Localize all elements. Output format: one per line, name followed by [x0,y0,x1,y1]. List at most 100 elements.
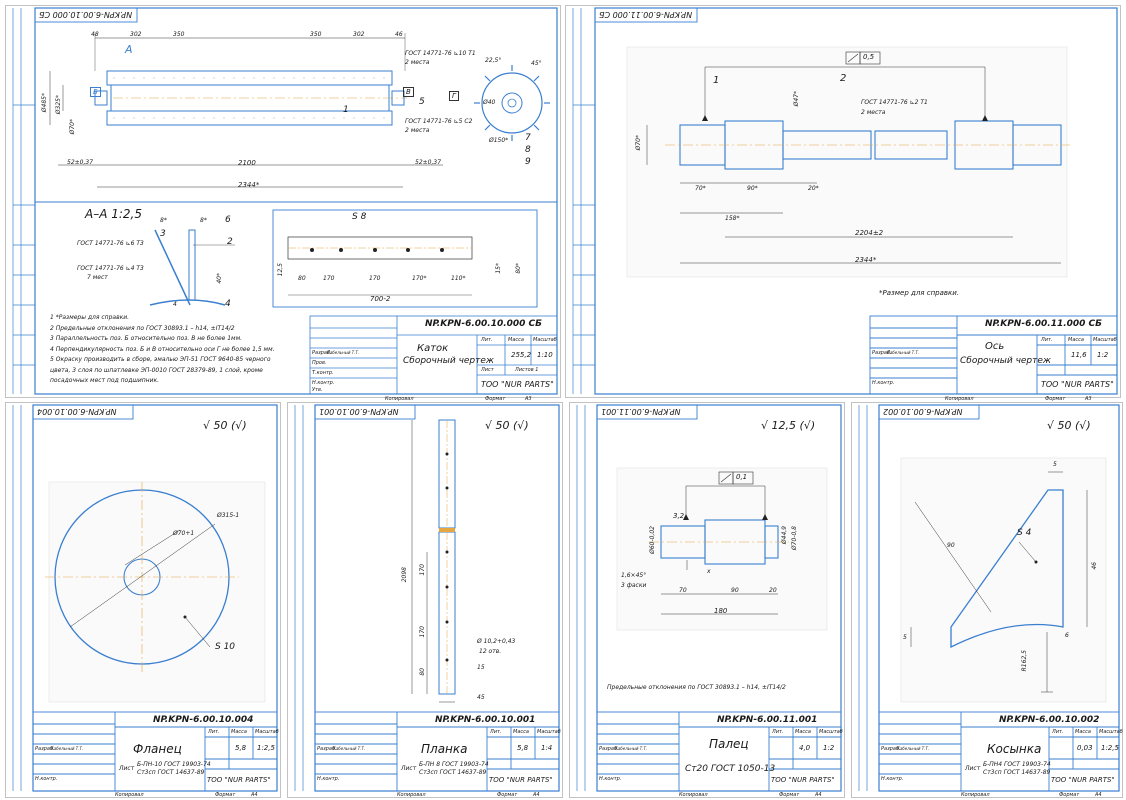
section-title: А–А 1:2,5 [85,207,142,221]
tb-mass: 5,8 [235,744,247,752]
x-axis-label: x [707,568,711,575]
tb-list-label: Лист [965,765,981,772]
tb-code: NP.KPN-6.00.10.001 [435,715,536,725]
tb-name: Планка [421,742,468,756]
tb-masshtab: Масштаб [1099,729,1123,735]
weld-note-1: ГОСТ 14771-76 ⊾10 Т1 [405,50,476,57]
dia-70: Ø70* [69,119,76,135]
callout-9: 9 [525,157,531,167]
roughness-value: 50 [495,419,510,432]
tb-masshtab: Масштаб [537,729,561,735]
tb-company: ТОО "NUR PARTS" [771,776,835,784]
tb-format-value: А4 [533,792,540,798]
dia-150: Ø150* [489,137,509,144]
tb-kopiroval: Копировал [115,792,144,798]
tb-list-label: Лист [401,765,417,772]
tb-name: Фланец [133,742,182,756]
sheet-frame [565,5,1121,398]
tb-razrab: Разраб. [35,746,55,752]
dim-2204: 2204±2 [855,229,884,237]
dim-2100: 2100 [238,159,256,167]
dim-6: 6 [1065,632,1069,639]
section-dim-8a: 8* [160,217,167,224]
tb-code: NP.KPN-6.00.11.000 СБ [985,319,1103,329]
section-callout-3: 3 [160,229,166,239]
tb-mass: 11,6 [1071,351,1087,359]
reversed-sheet-code: NP.KPN-6.00.11.001 [601,407,681,416]
tb-masshtab: Масштаб [533,337,557,343]
weld-note-b: 2 места [861,109,886,116]
callout-2: 2 [840,73,847,84]
tb-code: NP.KPN-6.00.10.002 [999,715,1100,725]
tb-format: Формат [485,396,506,402]
angle-45: 45° [531,60,542,67]
drawing-sheet-planka: NP.KPN-6.00.10.001 √ 50 (√) 2098 170 170… [287,402,563,798]
tb-scale: 1:10 [537,351,553,359]
tb-masshtab: Масштаб [819,729,843,735]
roughness-mark: √ 12,5 (√) [761,419,816,432]
weld-note-2b: 2 места [405,127,430,134]
dim-45: 45 [477,694,485,701]
tb-nkontr: Н.контр. [872,380,895,386]
tb-listov: Листов 1 [515,367,539,373]
tb-material-bottom: Ст3сп ГОСТ 14637-89 [419,769,487,776]
chamfer-count: 3 фаски [621,582,647,589]
tb-list: Лист [481,367,494,373]
tb-company: ТОО "NUR PARTS" [1051,776,1115,784]
dia-70: Ø70+1 [173,530,195,537]
dim-5-left: 5 [903,634,907,641]
section-weld-2: ГОСТ 14771-76 ⊾4 Т3 [77,265,144,272]
tb-razrab: Разраб. [872,350,892,356]
dim-2344: 2344* [855,256,877,264]
dia-47: Ø47* [793,91,800,107]
plank-dim-12-5: 12,5 [277,263,284,277]
reversed-sheet-code: NP.KPN-6.00.10.001 [319,407,399,416]
tb-nkontr: Н.контр. [317,776,340,782]
tb-company: ТОО "NUR PARTS" [207,776,271,784]
thickness: S 10 [215,642,236,652]
dim-15: 15 [477,664,485,671]
dim-48: 48 [91,31,99,38]
roughness-mark: √ 50 (√) [1047,419,1091,432]
callout-1: 1 [713,75,720,86]
tb-mass: 5,8 [517,744,529,752]
plank-dim-170a: 170 [323,275,335,282]
dia-485: Ø485* [41,93,48,113]
tolerance-value: 0,1 [736,473,748,481]
dim-302-right: 302 [353,31,365,38]
section-callout-4: 4 [225,299,231,309]
dim-302-left: 302 [130,31,142,38]
thickness: S 4 [1017,528,1032,538]
tb-razrab: Разраб. [317,746,337,752]
tolerance-note: Предельные отклонения по ГОСТ 30893.1 – … [607,684,786,691]
tb-mass: 4,0 [799,744,811,752]
tb-format: Формат [1045,396,1066,402]
tb-material: Ст20 ГОСТ 1050-13 [685,764,776,774]
plank-dim-15: 15* [495,263,502,274]
note-line: цвета, 3 слоя по шпатлевке ЭП-0010 ГОСТ … [50,366,263,374]
sheet-frame [5,5,561,398]
roughness-mark: √ 50 (√) [203,419,247,432]
tb-massa: Масса [513,729,529,735]
dim-52-left: 52±0,37 [67,159,94,166]
dia-70: Ø70* [635,135,642,151]
tb-material-top: Б-ПН 8 ГОСТ 19903-74 [419,761,489,768]
tb-kopiroval: Копировал [945,396,974,402]
tb-format-value: А4 [251,792,258,798]
tb-format: Формат [779,792,800,798]
roughness-mark: √ 50 (√) [485,419,529,432]
tb-massa: Масса [231,729,247,735]
tb-nkontr: Н.контр. [881,776,904,782]
dim-80: 80 [419,668,426,676]
tb-lit: Лит. [1041,337,1053,343]
drawing-sheet-kosynka: NP.KPN-6.00.10.002 √ 50 (√) 5 90 S 4 46 … [851,402,1123,798]
plank-dim-80v: 80* [515,263,522,274]
tb-tkontr: Т.контр. [312,370,334,376]
dia-40: Ø40 [483,99,496,106]
reversed-sheet-code: NP.KPN-6.00.11.000 СБ [599,10,693,19]
tb-massa: Масса [1075,729,1091,735]
dia-70: Ø70-0,8 [791,526,798,551]
dim-350-left: 350 [173,31,185,38]
callout-8: 8 [525,145,531,155]
sheet-frame [5,402,281,798]
